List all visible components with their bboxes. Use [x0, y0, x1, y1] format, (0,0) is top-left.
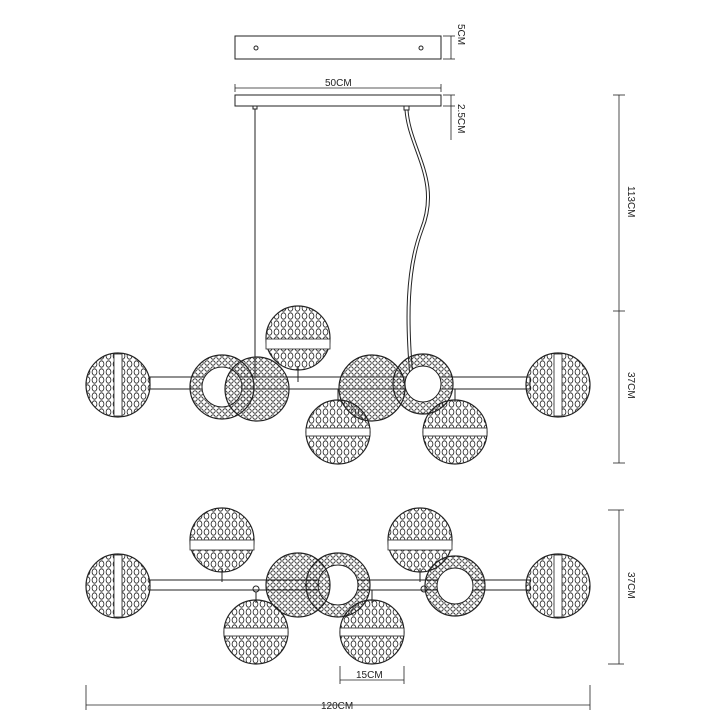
top-globe-upper-left: [189, 507, 255, 582]
canopy-height-dimension: 2.5CM: [443, 94, 466, 140]
top-globe-lower-left: [223, 585, 289, 665]
suspension-height-dimension: 113CM: [613, 94, 636, 312]
top-globe-dense-center: [265, 552, 331, 618]
top-globe-end-left: [85, 553, 151, 619]
plate-height-dimension: 5CM: [443, 24, 466, 60]
ceiling-plate: [234, 35, 442, 60]
canopy-width-dimension: 50CM: [234, 78, 442, 92]
front-view-fixture: [85, 305, 591, 465]
globe-end-left: [85, 352, 151, 418]
canopy-height-label: 2.5CM: [455, 104, 466, 133]
total-length-dimension: 120CM: [85, 685, 591, 712]
canopy-width-label: 50CM: [325, 78, 352, 89]
top-globe-end-right: [525, 553, 591, 619]
power-cable: [404, 109, 431, 379]
globe-end-right: [525, 352, 591, 418]
shade-diameter-label: 15CM: [356, 670, 383, 681]
canopy: [234, 94, 442, 111]
fixture-height-front-label: 37CM: [625, 372, 636, 399]
plate-height-label: 5CM: [455, 24, 466, 45]
top-view-fixture: [85, 507, 591, 665]
fixture-height-top-label: 37CM: [625, 572, 636, 599]
shade-diameter-dimension: 15CM: [339, 666, 405, 684]
globe-top-center: [265, 305, 331, 382]
fixture-height-front-dimension: 37CM: [613, 311, 636, 464]
total-length-label: 120CM: [321, 701, 353, 712]
top-globe-upper-right: [387, 507, 453, 582]
suspension-height-label: 113CM: [625, 186, 636, 218]
top-ring-right: [424, 555, 486, 617]
top-globe-lower-center: [339, 590, 405, 665]
globe-dense-left: [224, 356, 290, 422]
globe-hanging-left: [305, 389, 371, 465]
globe-hanging-right: [422, 389, 488, 465]
fixture-height-top-dimension: 37CM: [608, 509, 636, 665]
